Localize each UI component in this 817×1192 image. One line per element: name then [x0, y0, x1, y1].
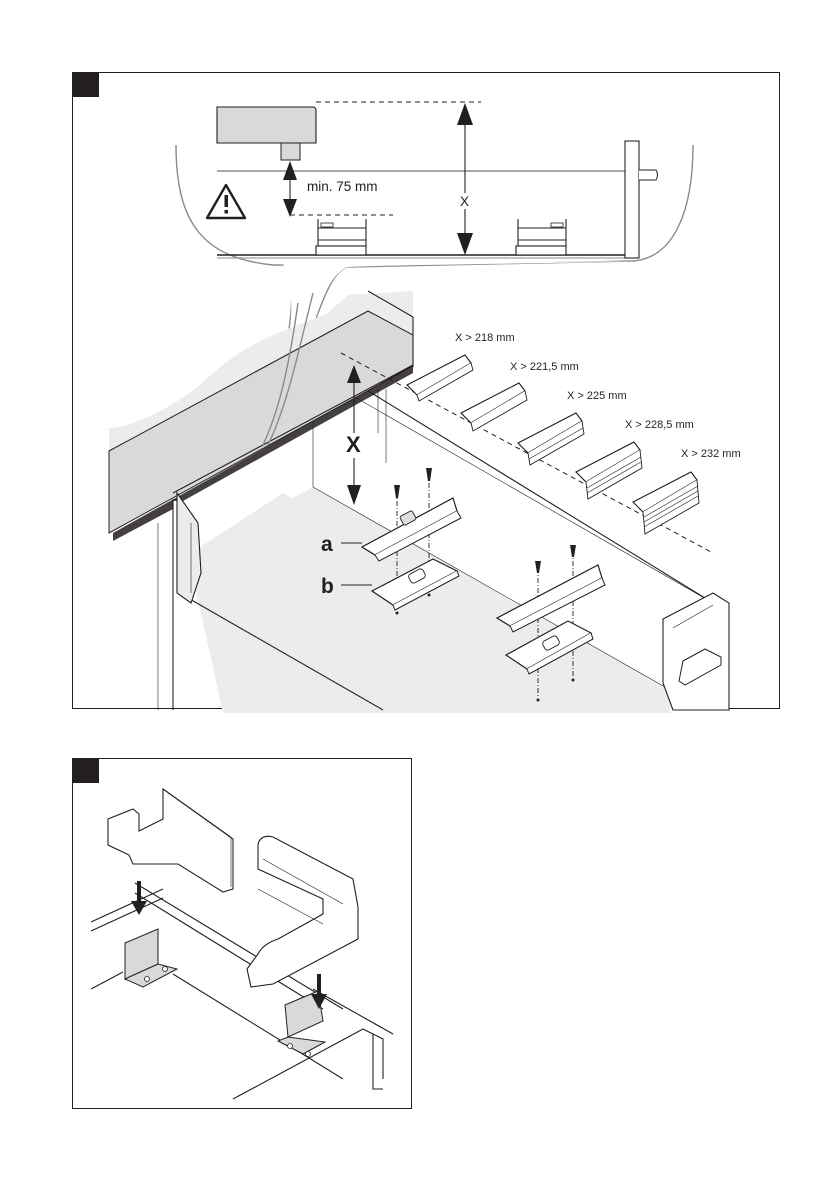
- step-1-illustration: min. 75 mm X: [73, 73, 781, 710]
- spacer-option-label: X > 228,5 mm: [625, 419, 694, 431]
- clearance-dimension: min. 75 mm: [283, 161, 393, 217]
- detail-x-dimension: X: [457, 103, 473, 255]
- step-1-panel: min. 75 mm X: [72, 72, 780, 709]
- step-2-panel: [72, 758, 412, 1109]
- mounting-bracket-left: [125, 929, 177, 987]
- spacer-option-label: X > 225 mm: [567, 390, 627, 402]
- spacer-option: X > 218 mm: [407, 332, 515, 401]
- warning-triangle-icon: [207, 185, 245, 218]
- drawer-front-right: [663, 593, 729, 710]
- spacer-option: X > 232 mm: [633, 448, 741, 534]
- detail-clip-left: [316, 219, 366, 255]
- detail-x-label: X: [460, 194, 469, 209]
- spacer-options: X > 218 mm X > 221,5 mm X > 225 mm X > 2…: [407, 332, 741, 534]
- spacer-option-label: X > 232 mm: [681, 448, 741, 460]
- part-label-b: b: [321, 575, 334, 598]
- main-x-label: X: [346, 432, 361, 457]
- spacer-option-label: X > 218 mm: [455, 332, 515, 344]
- detail-clip-right: [516, 219, 566, 255]
- end-cap-left: [108, 789, 233, 892]
- clearance-label: min. 75 mm: [307, 179, 378, 194]
- spacer-option-label: X > 221,5 mm: [510, 361, 579, 373]
- step-2-illustration: [73, 759, 413, 1110]
- worktop: [109, 291, 413, 541]
- detail-drawer-side: [625, 141, 658, 258]
- detail-worktop: [217, 102, 481, 160]
- part-label-a: a: [321, 533, 333, 556]
- end-cap-right: [247, 836, 358, 987]
